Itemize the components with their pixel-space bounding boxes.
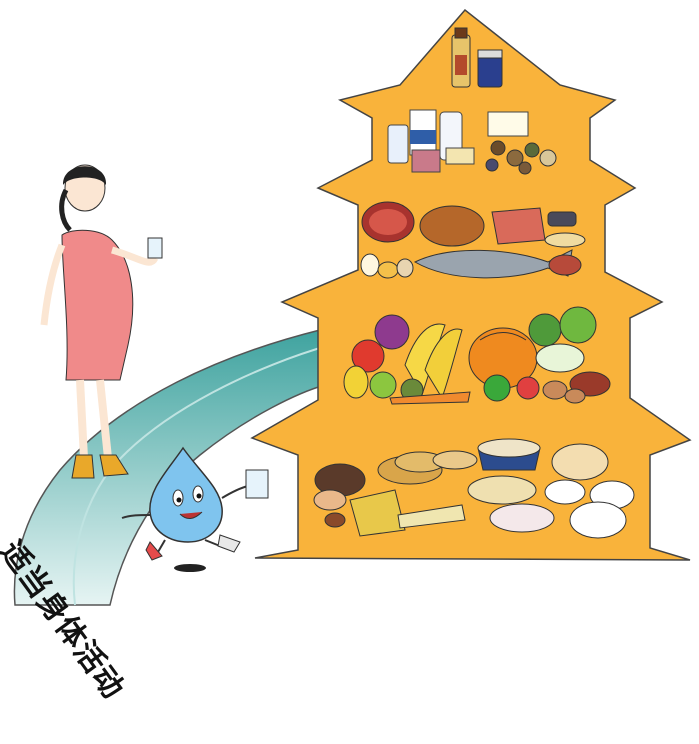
meat-fish-egg-tier: [361, 202, 585, 278]
